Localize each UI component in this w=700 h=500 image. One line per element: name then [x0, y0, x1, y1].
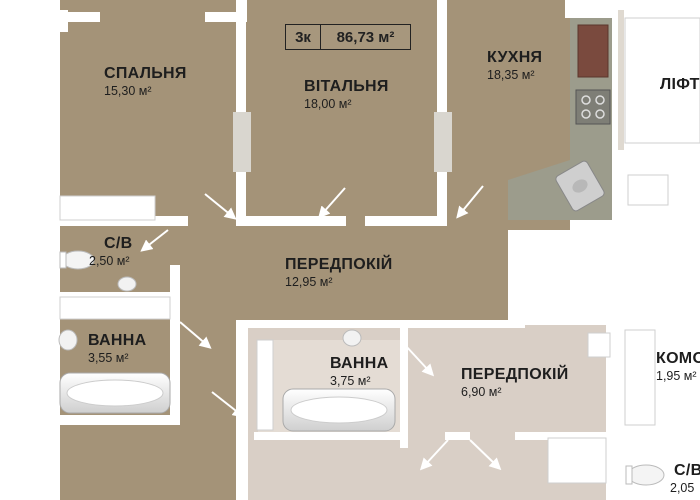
lift [618, 10, 700, 206]
room-name: КОМО [656, 350, 700, 367]
room-living: ВІТАЛЬНЯ 18,00 м² [304, 79, 389, 111]
room-name: ПЕРЕДПОКІЙ [461, 366, 569, 383]
room-count: 3к [286, 25, 321, 49]
room-area: 18,35 м² [487, 68, 535, 82]
room-area: 1,95 м² [656, 369, 697, 383]
room-area: 2,05 [670, 481, 695, 495]
room-name: ВАННА [330, 355, 389, 372]
room-hall-2: ПЕРЕДПОКІЙ 6,90 м² [461, 367, 569, 399]
room-name: С/В [674, 462, 700, 479]
column-pillars [233, 112, 452, 172]
room-name: ЛІФТ [660, 76, 700, 93]
room-lift: ЛІФТ [660, 77, 700, 93]
room-bath-2: ВАННА 3,75 м² [330, 356, 388, 388]
apartment-summary-badge: 3к 86,73 м² [285, 24, 411, 50]
room-name: ВІТАЛЬНЯ [304, 78, 389, 95]
room-name: ПЕРЕДПОКІЙ [285, 256, 393, 273]
total-area: 86,73 м² [336, 28, 395, 46]
room-bedroom: СПАЛЬНЯ 15,30 м² [104, 66, 187, 98]
room-area: 15,30 м² [104, 84, 152, 98]
room-storage: КОМО 1,95 м² [656, 351, 700, 383]
room-hall-1: ПЕРЕДПОКІЙ 12,95 м² [285, 257, 393, 289]
room-wc-1: С/В 2,50 м² [89, 235, 133, 268]
room-area: 2,50 м² [89, 254, 130, 268]
room-wc-2: С/В 2,05 [670, 462, 700, 495]
storage-units [547, 329, 656, 484]
bathtub-icon [59, 372, 171, 414]
room-name: КУХНЯ [487, 49, 543, 66]
toilet-icon [59, 250, 95, 270]
toilet-icon [625, 464, 665, 486]
room-name: СПАЛЬНЯ [104, 65, 187, 82]
door-arrows [140, 185, 691, 471]
room-name: ВАННА [88, 332, 147, 349]
room-kitchen: КУХНЯ 18,35 м² [487, 50, 542, 82]
bathtub-icon [282, 388, 396, 432]
room-area: 18,00 м² [304, 97, 352, 111]
stair-landing [508, 230, 700, 330]
room-area: 12,95 м² [285, 275, 333, 289]
room-area: 3,75 м² [330, 374, 371, 388]
kitchen-counter [508, 18, 612, 220]
room-area: 6,90 м² [461, 385, 502, 399]
room-bath-1: ВАННА 3,55 м² [88, 333, 146, 365]
room-name: С/В [104, 235, 133, 252]
shelves [59, 195, 274, 431]
room-area: 3,55 м² [88, 351, 129, 365]
